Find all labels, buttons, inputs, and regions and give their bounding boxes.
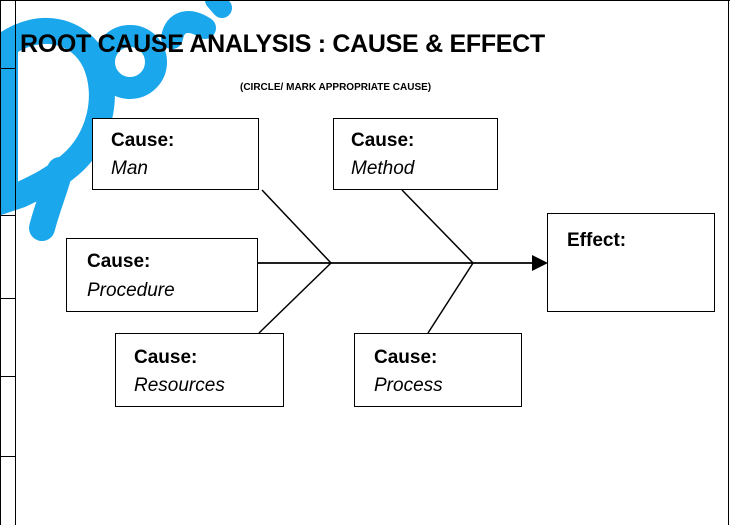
- page-title: ROOT CAUSE ANALYSIS : CAUSE & EFFECT: [20, 30, 545, 58]
- effect-label: Effect:: [567, 230, 627, 251]
- bone-resources: [258, 262, 332, 334]
- cause-box-method[interactable]: Cause: Method: [333, 118, 498, 190]
- frame-left-border: [0, 0, 1, 525]
- cause-value: Man: [111, 158, 148, 179]
- cause-value: Process: [374, 375, 443, 396]
- cause-label: Cause:: [87, 251, 151, 272]
- cause-label: Cause:: [351, 130, 415, 151]
- cause-label: Cause:: [134, 347, 198, 368]
- cause-label: Cause:: [111, 130, 175, 151]
- cause-value: Resources: [134, 375, 225, 396]
- cause-box-resources[interactable]: Cause: Resources: [115, 333, 284, 407]
- frame-row-divider: [0, 68, 15, 69]
- spine-arrowhead: [532, 255, 548, 271]
- frame-row-divider: [0, 298, 15, 299]
- bone-process: [427, 262, 474, 334]
- cause-value: Method: [351, 158, 415, 179]
- cause-box-process[interactable]: Cause: Process: [354, 333, 522, 407]
- bone-method: [401, 189, 474, 264]
- frame-top-border: [0, 0, 730, 1]
- cause-value: Procedure: [87, 280, 175, 301]
- frame-row-divider: [0, 456, 15, 457]
- frame-inner-border: [15, 0, 16, 525]
- page-subtitle: (CIRCLE/ MARK APPROPRIATE CAUSE): [240, 82, 432, 93]
- bone-man: [261, 189, 332, 264]
- cause-label: Cause:: [374, 347, 438, 368]
- effect-box[interactable]: Effect:: [547, 213, 715, 312]
- frame-right-border: [728, 0, 729, 525]
- cause-box-man[interactable]: Cause: Man: [92, 118, 259, 190]
- cause-box-procedure[interactable]: Cause: Procedure: [66, 238, 258, 312]
- frame-row-divider: [0, 376, 15, 377]
- frame-row-divider: [0, 215, 15, 216]
